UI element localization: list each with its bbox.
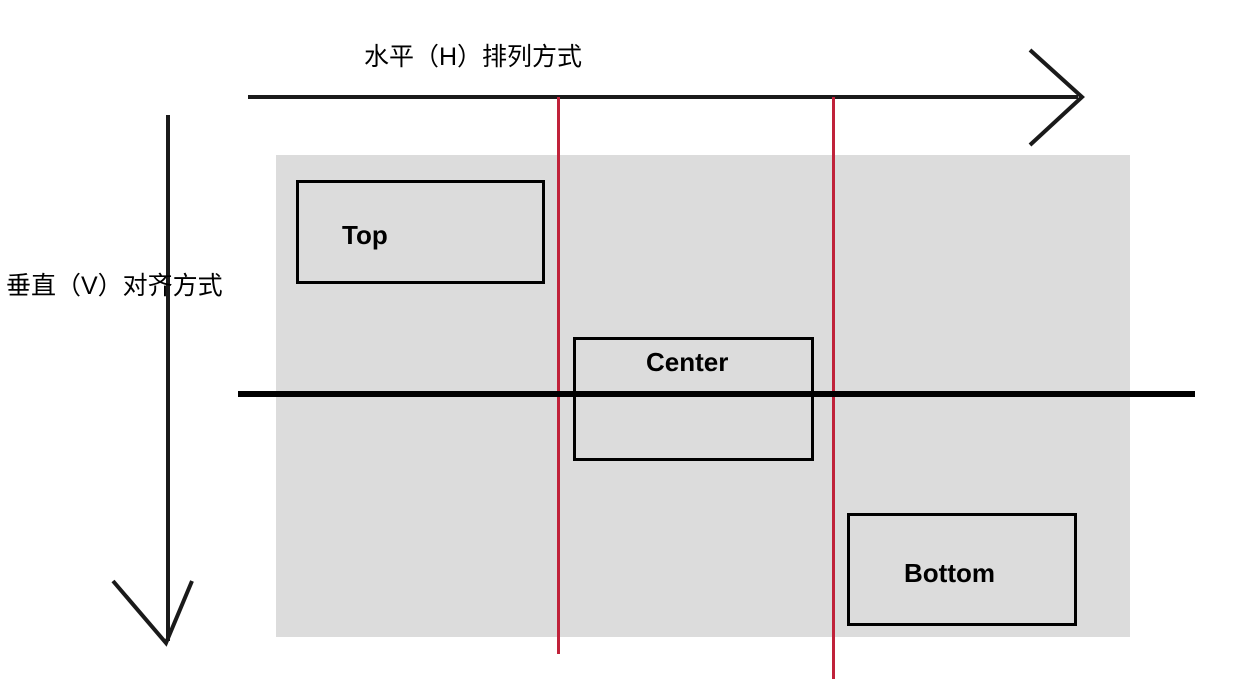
alignment-box-center[interactable]: Center xyxy=(573,337,814,461)
alignment-box-top[interactable]: Top xyxy=(296,180,545,284)
vertical-axis-label: 垂直（V）对齐方式 xyxy=(6,272,223,300)
vertical-axis-arrowhead-icon xyxy=(111,579,194,647)
horizontal-axis-arrowhead-icon xyxy=(1028,48,1085,147)
horizontal-axis-label: 水平（H）排列方式 xyxy=(364,43,583,71)
alignment-box-center-label: Center xyxy=(646,347,729,377)
alignment-box-bottom-label: Bottom xyxy=(904,558,995,588)
alignment-box-top-label: Top xyxy=(342,220,388,250)
alignment-box-bottom[interactable]: Bottom xyxy=(847,513,1077,626)
